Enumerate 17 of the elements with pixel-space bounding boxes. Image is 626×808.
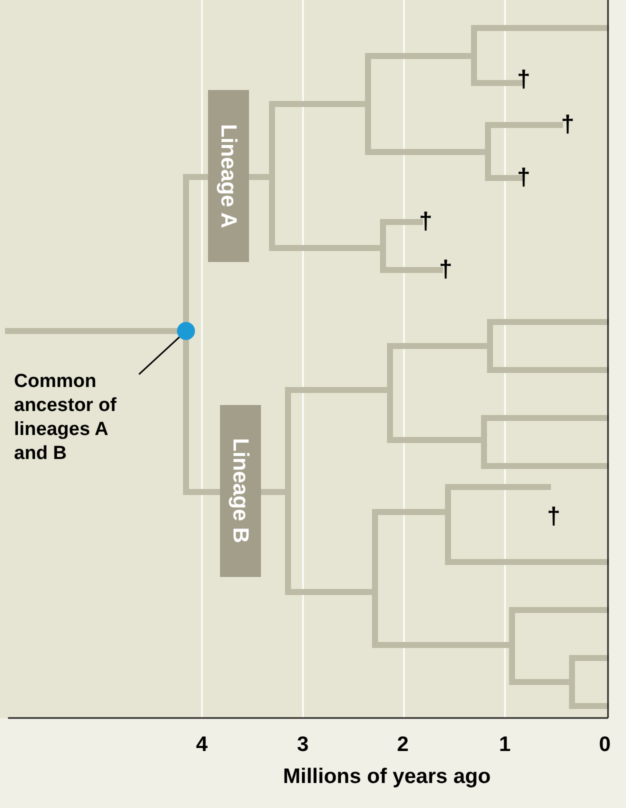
leader-line xyxy=(138,336,180,375)
lineage-tag: Lineage B xyxy=(220,405,261,577)
tick-label: 4 xyxy=(196,734,208,755)
callout-text: Common ancestor of lineages A and B xyxy=(14,370,139,494)
extinction-mark: † xyxy=(419,210,432,234)
tick-label: 2 xyxy=(397,734,409,755)
tick-label: 0 xyxy=(599,734,611,755)
lineage-tag: Lineage A xyxy=(208,90,249,262)
tick-label: 1 xyxy=(499,734,511,755)
extinction-mark: † xyxy=(517,166,530,190)
ancestor-dot xyxy=(177,322,195,340)
axis-title: Millions of years ago xyxy=(283,766,491,787)
extinction-mark: † xyxy=(547,505,560,529)
extinction-mark: † xyxy=(439,258,452,282)
tick-label: 3 xyxy=(297,734,309,755)
extinction-mark: † xyxy=(561,113,574,137)
extinction-mark: † xyxy=(517,68,530,92)
